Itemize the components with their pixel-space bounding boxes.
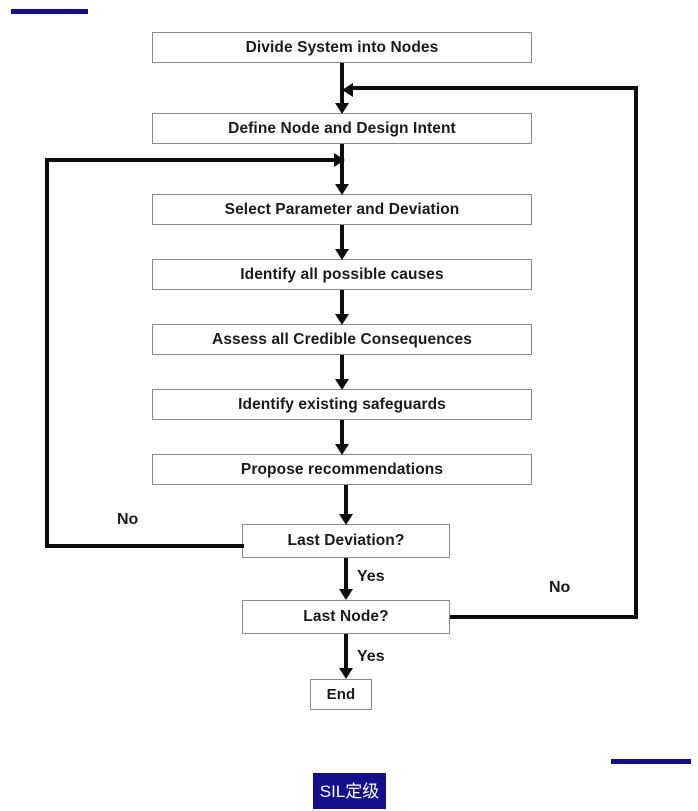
arrowhead-divide-to-define	[335, 103, 349, 114]
connector-last-deviation-no-horizontal	[45, 544, 244, 548]
branch-label-last-node-yes: Yes	[357, 648, 385, 665]
node-select-parameter-and-deviation[interactable]: Select Parameter and Deviation	[152, 194, 532, 225]
connector-last-node-no-vertical	[634, 86, 638, 619]
arrowhead-last-deviation-no-return	[334, 153, 345, 167]
node-divide-system-into-nodes[interactable]: Divide System into Nodes	[152, 32, 532, 63]
connector-select-to-causes	[340, 225, 344, 251]
node-propose-recommendations[interactable]: Propose recommendations	[152, 454, 532, 485]
connector-last-node-to-end	[344, 634, 348, 670]
node-end[interactable]: End	[310, 679, 372, 710]
arrowhead-last-node-to-end	[339, 668, 353, 679]
connector-consequences-to-safeguards	[340, 355, 344, 381]
arrowhead-define-to-select	[335, 184, 349, 195]
arrowhead-last-deviation-to-last-node	[339, 589, 353, 600]
sil-rating-badge[interactable]: SIL定级	[313, 773, 386, 809]
connector-recommend-to-last-deviation	[344, 485, 348, 516]
arrowhead-select-to-causes	[335, 249, 349, 260]
arrowhead-last-node-no-return	[342, 83, 353, 97]
node-assess-all-credible-consequences[interactable]: Assess all Credible Consequences	[152, 324, 532, 355]
node-identify-existing-safeguards[interactable]: Identify existing safeguards	[152, 389, 532, 420]
arrowhead-causes-to-consequences	[335, 314, 349, 325]
arrowhead-recommend-to-last-deviation	[339, 514, 353, 525]
node-last-deviation-decision[interactable]: Last Deviation?	[242, 524, 450, 558]
branch-label-last-deviation-yes: Yes	[357, 568, 385, 585]
connector-safeguards-to-recommend	[340, 420, 344, 446]
connector-last-node-no-horizontal	[450, 615, 638, 619]
decorative-rule-bottom-right	[611, 759, 691, 764]
connector-causes-to-consequences	[340, 290, 344, 316]
branch-label-last-deviation-no: No	[117, 511, 139, 528]
node-identify-all-possible-causes[interactable]: Identify all possible causes	[152, 259, 532, 290]
arrowhead-consequences-to-safeguards	[335, 379, 349, 390]
connector-last-deviation-no-vertical	[45, 158, 49, 546]
decorative-rule-top-left	[11, 9, 88, 14]
branch-label-last-node-no: No	[549, 579, 571, 596]
node-last-node-decision[interactable]: Last Node?	[242, 600, 450, 634]
connector-last-node-no-return	[352, 86, 638, 90]
connector-last-deviation-to-last-node	[344, 558, 348, 591]
node-define-node-and-design-intent[interactable]: Define Node and Design Intent	[152, 113, 532, 144]
arrowhead-safeguards-to-recommend	[335, 444, 349, 455]
connector-last-deviation-no-return	[45, 158, 337, 162]
